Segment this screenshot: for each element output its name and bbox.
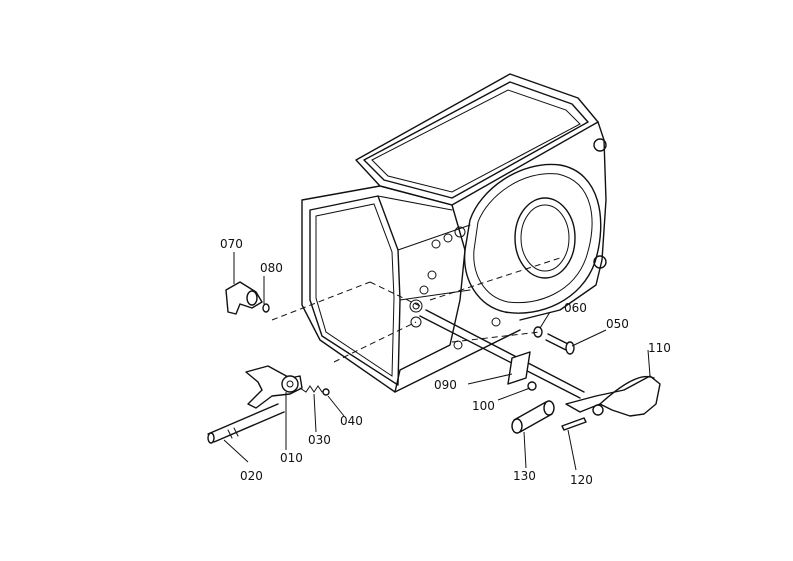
label-070: 070 — [220, 237, 243, 251]
arm-070 — [225, 281, 270, 315]
label-030: 030 — [308, 433, 331, 447]
transmission-case — [301, 73, 607, 393]
part-labels: 070 080 060 050 110 090 100 040 030 010 … — [220, 237, 671, 487]
grip-130 — [511, 400, 555, 434]
label-050: 050 — [606, 317, 629, 331]
label-120: 120 — [570, 473, 593, 487]
label-130: 130 — [513, 469, 536, 483]
shift-lever-110 — [561, 375, 661, 431]
label-020: 020 — [240, 469, 263, 483]
center-lines — [271, 257, 561, 363]
label-040: 040 — [340, 414, 363, 428]
label-100: 100 — [472, 399, 495, 413]
label-080: 080 — [260, 261, 283, 275]
label-090: 090 — [434, 378, 457, 392]
label-060: 060 — [564, 301, 587, 315]
leader-lines — [223, 252, 651, 471]
shift-fork-assembly — [207, 365, 330, 444]
label-010: 010 — [280, 451, 303, 465]
bolt-050 — [533, 326, 575, 355]
label-110: 110 — [648, 341, 671, 355]
